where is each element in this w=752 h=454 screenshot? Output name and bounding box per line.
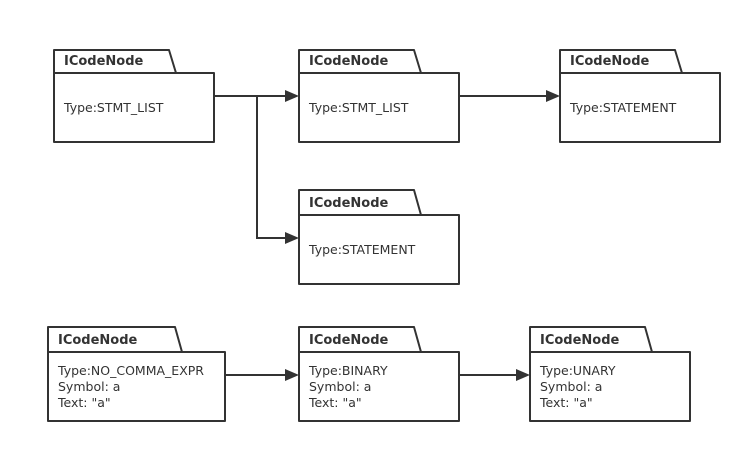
- node-n2[interactable]: ICodeNode Type:STMT_LIST: [298, 49, 460, 143]
- nodes-layer: ICodeNode Type:STMT_LIST ICodeNode Type:…: [47, 49, 721, 422]
- node-line: Symbol: a: [309, 379, 371, 394]
- arrowhead-n6-n7: [516, 369, 530, 381]
- node-line: Type:UNARY: [539, 363, 616, 378]
- arrowhead-n1-n4: [285, 232, 299, 244]
- node-line: Text: "a": [57, 395, 111, 410]
- node-title: ICodeNode: [309, 196, 389, 211]
- node-n6[interactable]: ICodeNode Type:BINARY Symbol: a Text: "a…: [298, 326, 460, 422]
- node-title: ICodeNode: [309, 333, 389, 348]
- node-line: Symbol: a: [540, 379, 602, 394]
- node-line: Type:STMT_LIST: [308, 100, 409, 115]
- node-line: Type:STATEMENT: [569, 100, 677, 115]
- node-n4[interactable]: ICodeNode Type:STATEMENT: [298, 189, 460, 285]
- node-shape: [298, 189, 460, 285]
- arrowhead-n2-n3: [546, 90, 560, 102]
- node-n7[interactable]: ICodeNode Type:UNARY Symbol: a Text: "a": [529, 326, 691, 422]
- node-line: Type:BINARY: [308, 363, 388, 378]
- node-shape: [47, 326, 226, 422]
- node-shape: [529, 326, 691, 422]
- node-title: ICodeNode: [570, 54, 650, 69]
- node-n1[interactable]: ICodeNode Type:STMT_LIST: [53, 49, 215, 143]
- node-n5[interactable]: ICodeNode Type:NO_COMMA_EXPR Symbol: a T…: [47, 326, 226, 422]
- node-line: Text: "a": [308, 395, 362, 410]
- node-line: Text: "a": [539, 395, 593, 410]
- arrowhead-n5-n6: [285, 369, 299, 381]
- node-line: Type:NO_COMMA_EXPR: [57, 363, 204, 378]
- edges-layer: [214, 90, 560, 381]
- arrowhead-n1-n2: [285, 90, 299, 102]
- node-n3[interactable]: ICodeNode Type:STATEMENT: [559, 49, 721, 143]
- node-line: Type:STMT_LIST: [63, 100, 164, 115]
- node-shape: [298, 326, 460, 422]
- edge-n1-n4: [256, 96, 288, 239]
- node-title: ICodeNode: [309, 54, 389, 69]
- node-line: Type:STATEMENT: [308, 242, 416, 257]
- node-title: ICodeNode: [64, 54, 144, 69]
- node-line: Symbol: a: [58, 379, 120, 394]
- node-title: ICodeNode: [58, 333, 138, 348]
- node-title: ICodeNode: [540, 333, 620, 348]
